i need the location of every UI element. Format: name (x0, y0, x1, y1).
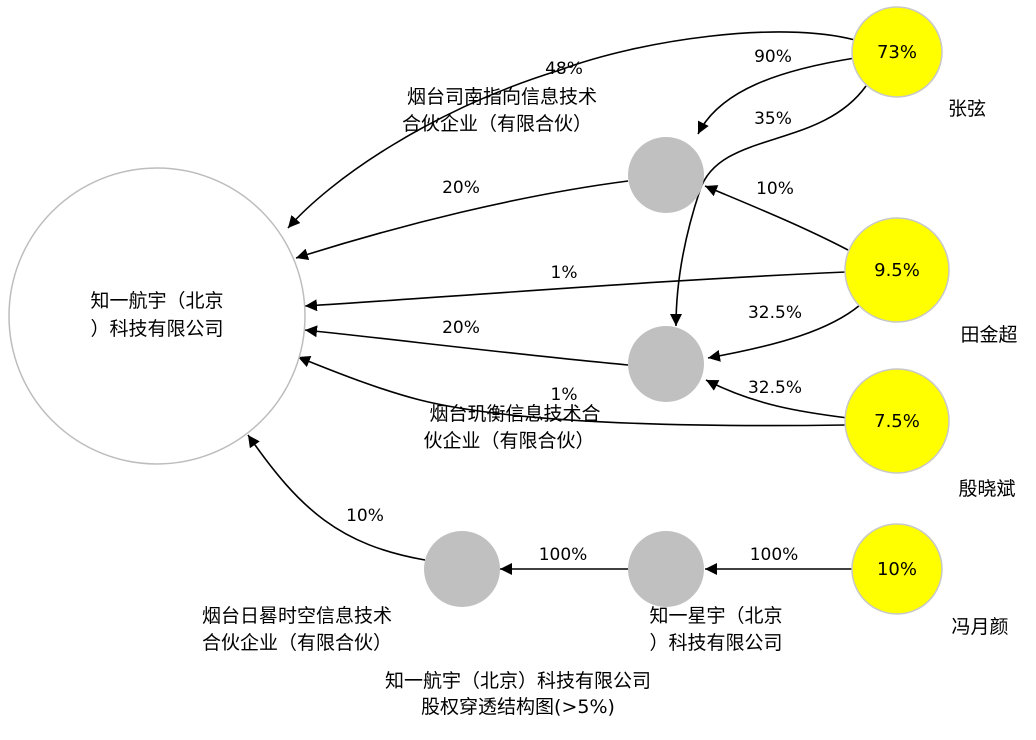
edge-zhang-nanzhi (697, 57, 856, 135)
edge-tian-qiheng (707, 304, 861, 362)
node-xingyu: 知一星宇（北京 ）科技有限公司 (628, 531, 783, 654)
edge-label-zhang-target: 48% (545, 59, 583, 79)
edge-label-yin-target: 1% (551, 385, 578, 405)
rigui-label-line1: 烟台日晷时空信息技术 (202, 605, 392, 627)
target-label-line1: 知一航宇（北京 (90, 290, 223, 312)
yin-name: 殷晓斌 (958, 478, 1015, 500)
yin-value: 7.5% (874, 411, 920, 432)
feng-value: 10% (877, 559, 917, 580)
feng-name: 冯月颜 (951, 616, 1008, 638)
rigui-circle (424, 531, 500, 607)
edge-label-rigui-target: 10% (346, 506, 384, 526)
edge-nanzhi-target (295, 180, 629, 261)
edge-yin-target (297, 355, 847, 427)
edge-zhang-target (287, 31, 856, 229)
nanzhi-circle (628, 137, 704, 213)
edge-labels: 48% 90% 35% 10% 20% 1% 32.5% 20% 32.5% 1… (346, 47, 802, 565)
xingyu-circle (628, 531, 704, 607)
edge-label-zhang-nanzhi: 90% (754, 47, 792, 67)
edges (247, 31, 867, 575)
edge-label-yin-qiheng: 32.5% (748, 378, 802, 398)
target-label-line2: ）科技有限公司 (90, 318, 223, 340)
edge-label-zhang-qiheng: 35% (754, 109, 792, 129)
edge-label-qiheng-target: 20% (442, 318, 480, 338)
zhang-value: 73% (877, 42, 917, 63)
node-person-zhang: 73% 张弦 (851, 6, 986, 120)
feng-circle (851, 523, 943, 615)
tian-value: 9.5% (874, 260, 920, 281)
yin-circle (844, 368, 950, 474)
edge-label-tian-nanzhi: 10% (756, 179, 794, 199)
caption-line1: 知一航宇（北京）科技有限公司 (385, 670, 651, 692)
edge-yin-qiheng (705, 379, 849, 419)
edge-label-tian-target: 1% (551, 263, 578, 283)
diagram-caption: 知一航宇（北京）科技有限公司 股权穿透结构图(>5%) (385, 670, 651, 718)
caption-line2: 股权穿透结构图(>5%) (421, 696, 615, 718)
edge-label-feng-xingyu: 100% (750, 545, 799, 565)
node-nanzhi: 烟台司南指向信息技术 合伙企业（有限合伙） (402, 86, 704, 213)
qiheng-label-line1: 烟台玑衡信息技术合 (429, 403, 600, 425)
node-person-tian: 9.5% 田金超 (844, 217, 1018, 346)
node-person-yin: 7.5% 殷晓斌 (844, 368, 1016, 500)
qiheng-label-line2: 伙企业（有限合伙） (423, 430, 594, 452)
edge-qiheng-target (304, 325, 629, 366)
xingyu-label-line1: 知一星宇（北京 (649, 605, 782, 627)
xingyu-label-line2: ）科技有限公司 (649, 632, 782, 654)
edge-label-nanzhi-target: 20% (442, 178, 480, 198)
edge-zhang-qiheng (670, 85, 867, 327)
edge-label-tian-qiheng: 32.5% (748, 303, 802, 323)
nanzhi-label-line1: 烟台司南指向信息技术 (407, 86, 597, 108)
tian-circle (844, 217, 950, 323)
edge-rigui-target (247, 434, 426, 561)
node-rigui: 烟台日晷时空信息技术 合伙企业（有限合伙） (202, 531, 500, 654)
qiheng-circle (628, 326, 704, 402)
edge-tian-target (304, 271, 847, 312)
target-circle (8, 167, 306, 465)
tian-name: 田金超 (960, 324, 1017, 346)
node-qiheng: 烟台玑衡信息技术合 伙企业（有限合伙） (423, 326, 704, 452)
rigui-label-line2: 合伙企业（有限合伙） (202, 632, 392, 654)
nanzhi-label-line2: 合伙企业（有限合伙） (402, 113, 592, 135)
node-person-feng: 10% 冯月颜 (851, 523, 1009, 638)
zhang-name: 张弦 (948, 98, 986, 120)
node-target-company: 知一航宇（北京 ）科技有限公司 (8, 167, 306, 465)
edge-tian-nanzhi (704, 185, 849, 251)
zhang-circle (851, 6, 943, 98)
edge-label-xingyu-rigui: 100% (539, 545, 588, 565)
